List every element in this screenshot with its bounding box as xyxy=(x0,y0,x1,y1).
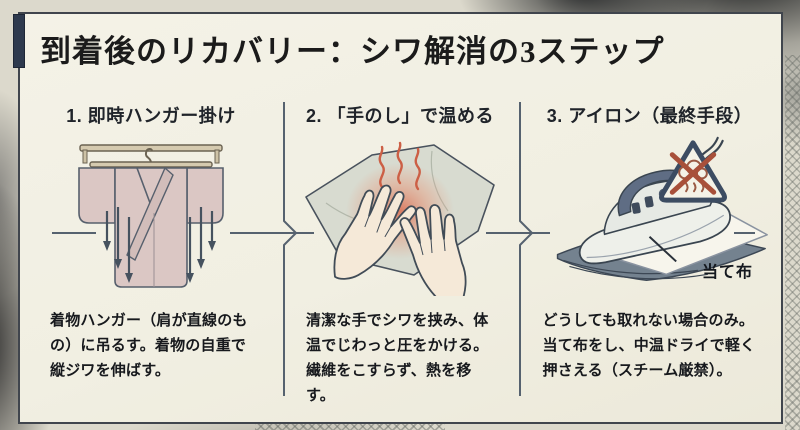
step-2-column: 2. 「手のし」で温める xyxy=(282,100,518,422)
hands-illustration xyxy=(305,141,495,296)
step-2-heading: 2. 「手のし」で温める xyxy=(305,106,494,126)
hands-pressing-cloth-icon xyxy=(282,132,518,296)
page-title: 到着後のリカバリー：シワ解消の3ステップ xyxy=(40,34,665,69)
kimono-on-hanger-icon xyxy=(20,132,282,296)
kimono-illustration xyxy=(78,144,224,288)
iron-illustration xyxy=(556,136,768,281)
iron-on-pressing-cloth-icon: 当て布 xyxy=(518,132,781,296)
title-accent-bar xyxy=(13,14,25,68)
pressing-cloth-callout: 当て布 xyxy=(701,264,753,281)
step-3-column: 3. アイロン（最終手段） xyxy=(518,100,781,422)
step-3-heading: 3. アイロン（最終手段） xyxy=(546,106,753,126)
step-1-column: 1. 即時ハンガー掛け xyxy=(20,100,282,422)
no-steam-warning-icon xyxy=(659,140,727,203)
steps-container: 1. 即時ハンガー掛け xyxy=(20,100,781,422)
step-3-description: どうしても取れない場合のみ。当て布をし、中温ドライで軽く押さえる（スチーム厳禁）… xyxy=(542,312,756,379)
step-1-heading: 1. 即時ハンガー掛け xyxy=(66,106,236,126)
step-2-description: 清潔な手でシワを挟み、体温でじわっと圧をかける。繊維をこすらず、熱を移す。 xyxy=(306,312,489,404)
step-1-description: 着物ハンガー（肩が直線のもの）に吊るす。着物の自重で縦ジワを伸ばす。 xyxy=(50,312,248,379)
content-card: 到着後のリカバリー：シワ解消の3ステップ 1. 即時ハンガー掛け xyxy=(13,12,783,424)
